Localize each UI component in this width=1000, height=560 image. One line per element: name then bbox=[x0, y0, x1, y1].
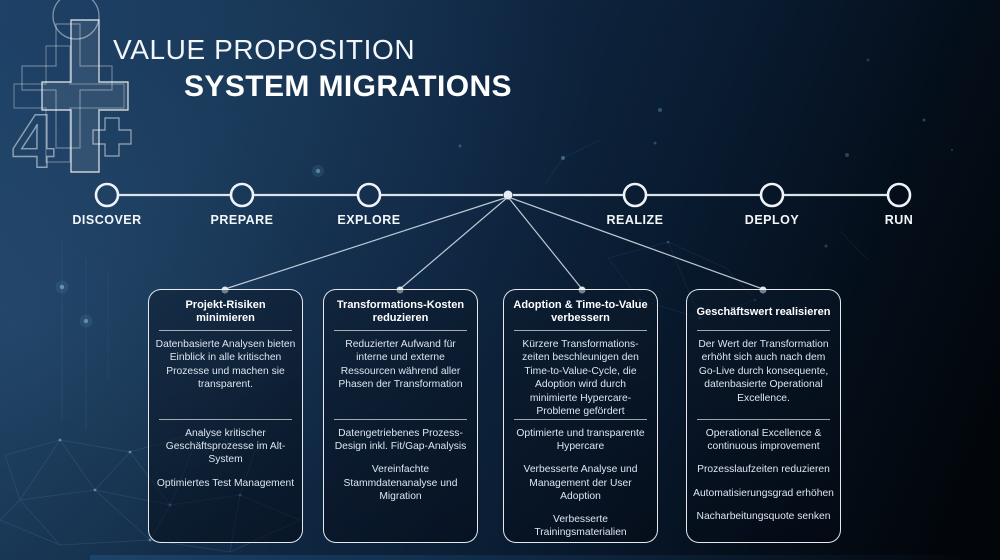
phase-label-deploy: DEPLOY bbox=[744, 213, 800, 227]
phase-label-discover: DISCOVER bbox=[72, 213, 142, 227]
phase-label-prepare: PREPARE bbox=[210, 213, 274, 227]
card-title: Transformations-Kosten reduzieren bbox=[336, 299, 465, 324]
card-divider bbox=[514, 419, 647, 420]
logo-four-glyph: 4 bbox=[12, 99, 54, 184]
card-description: Datenbasierte Analysen bieten Einblick i… bbox=[155, 339, 296, 391]
card-item: Nacharbeitungsquote senken bbox=[696, 510, 831, 522]
card-divider bbox=[159, 419, 292, 420]
card-divider bbox=[334, 330, 467, 331]
value-card-adoption-time-to-value: Adoption & Time-to-Value verbessern Kürz… bbox=[503, 289, 658, 543]
card-description: Der Wert der Transformation erhöht sich … bbox=[698, 339, 829, 404]
footer-accent-strip bbox=[90, 555, 1000, 560]
logo-cross-filled bbox=[41, 19, 129, 173]
company-logo: 4 bbox=[11, 0, 132, 185]
card-item: Verbesserte Analyse und Management der U… bbox=[523, 464, 638, 502]
card-item: Automatisierungsgrad erhöhen bbox=[693, 487, 834, 499]
phase-node-deploy bbox=[759, 182, 785, 208]
card-title: Projekt-Risiken minimieren bbox=[185, 299, 266, 324]
value-card-transformation-costs: Transformations-Kosten reduzieren Reduzi… bbox=[323, 289, 478, 543]
phase-node-discover bbox=[94, 182, 120, 208]
page-title: VALUE PROPOSITION bbox=[113, 34, 416, 65]
card-item-list: Optimierte und transparente Hypercare Ve… bbox=[504, 420, 657, 539]
phase-label-realize: REALIZE bbox=[606, 213, 664, 227]
phase-node-run bbox=[886, 182, 912, 208]
card-divider bbox=[514, 330, 647, 331]
card-item: Vereinfachte Stammdatenanalyse und Migra… bbox=[343, 464, 458, 502]
value-card-business-value: Geschäftswert realisieren Der Wert der T… bbox=[686, 289, 841, 543]
card-description: Reduzierter Aufwand für interne und exte… bbox=[338, 339, 463, 391]
circuit-glow-dots bbox=[55, 144, 462, 328]
fan-lines bbox=[224, 196, 764, 290]
page-subtitle: SYSTEM MIGRATIONS bbox=[184, 70, 512, 103]
card-item-list: Analyse kritischer Geschäftsprozesse im … bbox=[149, 420, 302, 490]
card-divider bbox=[697, 330, 830, 331]
logo-cross-outline-1 bbox=[21, 23, 113, 149]
logo-circle bbox=[52, 0, 100, 40]
phase-node-explore bbox=[356, 182, 382, 208]
phase-label-explore: EXPLORE bbox=[337, 213, 401, 227]
card-anchor-dots bbox=[221, 286, 767, 294]
card-item: Optimiertes Test Management bbox=[156, 477, 295, 489]
card-divider bbox=[334, 419, 467, 420]
card-item: Operational Excellence & continuous impr… bbox=[705, 428, 822, 453]
value-card-project-risks: Projekt-Risiken minimieren Datenbasierte… bbox=[148, 289, 303, 543]
card-item: Verbesserte Trainingsmaterialien bbox=[534, 514, 627, 539]
card-item: Datengetriebenes Prozess-Design inkl. Fi… bbox=[334, 428, 467, 453]
card-item: Prozesslaufzeiten reduzieren bbox=[697, 464, 830, 476]
card-divider bbox=[697, 419, 830, 420]
card-item: Analyse kritischer Geschäftsprozesse im … bbox=[165, 428, 286, 466]
phase-node-prepare bbox=[229, 182, 255, 208]
logo-cross-outline-2 bbox=[13, 45, 125, 163]
phase-label-run: RUN bbox=[884, 213, 914, 227]
phase-node-realize bbox=[622, 182, 648, 208]
card-divider bbox=[159, 330, 292, 331]
logo-small-plus bbox=[92, 117, 132, 157]
card-item-list: Datengetriebenes Prozess-Design inkl. Fi… bbox=[324, 420, 477, 503]
card-title: Adoption & Time-to-Value verbessern bbox=[513, 299, 648, 324]
card-description: Kürzere Transformations-zeiten beschleun… bbox=[522, 339, 639, 418]
card-item: Optimierte und transparente Hypercare bbox=[516, 428, 645, 453]
card-item-list: Operational Excellence & continuous impr… bbox=[687, 420, 840, 523]
card-title: Geschäftswert realisieren bbox=[696, 305, 831, 318]
